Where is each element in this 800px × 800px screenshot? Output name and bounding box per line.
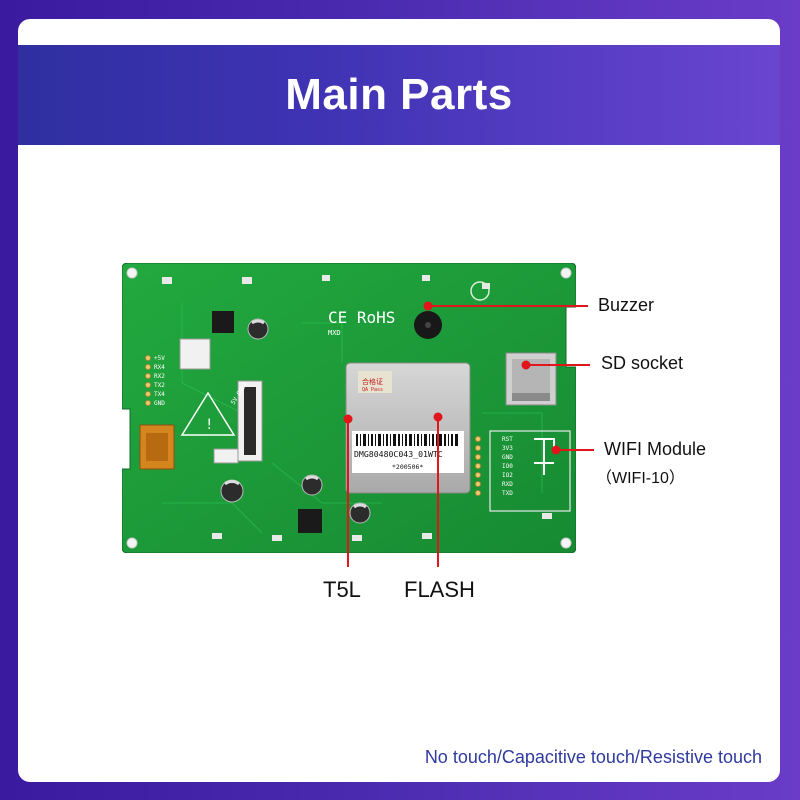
inductor	[298, 509, 322, 533]
callout-buzzer: Buzzer	[598, 295, 655, 315]
wifi-pin-label: GND	[502, 454, 513, 461]
mxd-mark: MXD	[328, 329, 341, 337]
callout-wifi-module: WIFI Module	[604, 439, 707, 459]
content-card: Main Parts	[18, 19, 780, 782]
mount-hole-icon	[560, 267, 572, 279]
touch-options-note: No touch/Capacitive touch/Resistive touc…	[424, 747, 762, 767]
header-banner: Main Parts	[18, 45, 780, 145]
mount-hole-icon	[470, 281, 490, 301]
callout-wifi-model: （WIFI-10）	[596, 470, 685, 487]
callout-flash: FLASH	[404, 577, 475, 602]
callout-leaders	[343, 301, 594, 567]
mount-hole-icon	[126, 537, 138, 549]
cert-sub: QA Pass	[362, 387, 383, 393]
wifi-pin-label: IO2	[502, 472, 513, 479]
pin-label: RX2	[154, 373, 165, 380]
chip-date: *200506*	[392, 463, 423, 471]
wifi-pin-label: RXD	[502, 481, 513, 488]
wifi-module-footprint	[489, 430, 571, 512]
cert-label: 合格证	[362, 377, 383, 386]
mount-hole-icon	[126, 267, 138, 279]
chip-marking: DMG80480C043_01WTC	[354, 449, 443, 459]
pcb-board-image: +5V RX4 RX2 TX2 TX4 GND ! 5V ONLY CE RoH…	[122, 263, 576, 553]
pin-label: GND	[154, 400, 165, 407]
wifi-pin-label: TXD	[502, 490, 513, 497]
page-title: Main Parts	[285, 70, 513, 119]
warning-triangle-icon	[180, 391, 236, 436]
wifi-pin-label: IO0	[502, 463, 513, 470]
wifi-antenna-trace	[534, 438, 555, 475]
pin-label: TX4	[154, 391, 165, 398]
svg-text:!: !	[205, 417, 213, 433]
connector	[213, 448, 239, 464]
certification-marks: CE RoHS	[328, 308, 395, 327]
callout-sd-socket: SD socket	[601, 353, 684, 373]
wifi-pin-label: RST	[502, 436, 513, 443]
pin-label: +5V	[154, 355, 165, 362]
pin-label: RX4	[154, 364, 165, 371]
inductor	[212, 311, 234, 333]
mount-hole-icon	[560, 537, 572, 549]
wifi-pin-label: 3V3	[502, 445, 513, 452]
connector	[179, 338, 211, 370]
callout-t5l: T5L	[323, 577, 361, 602]
pin-label: TX2	[154, 382, 165, 389]
